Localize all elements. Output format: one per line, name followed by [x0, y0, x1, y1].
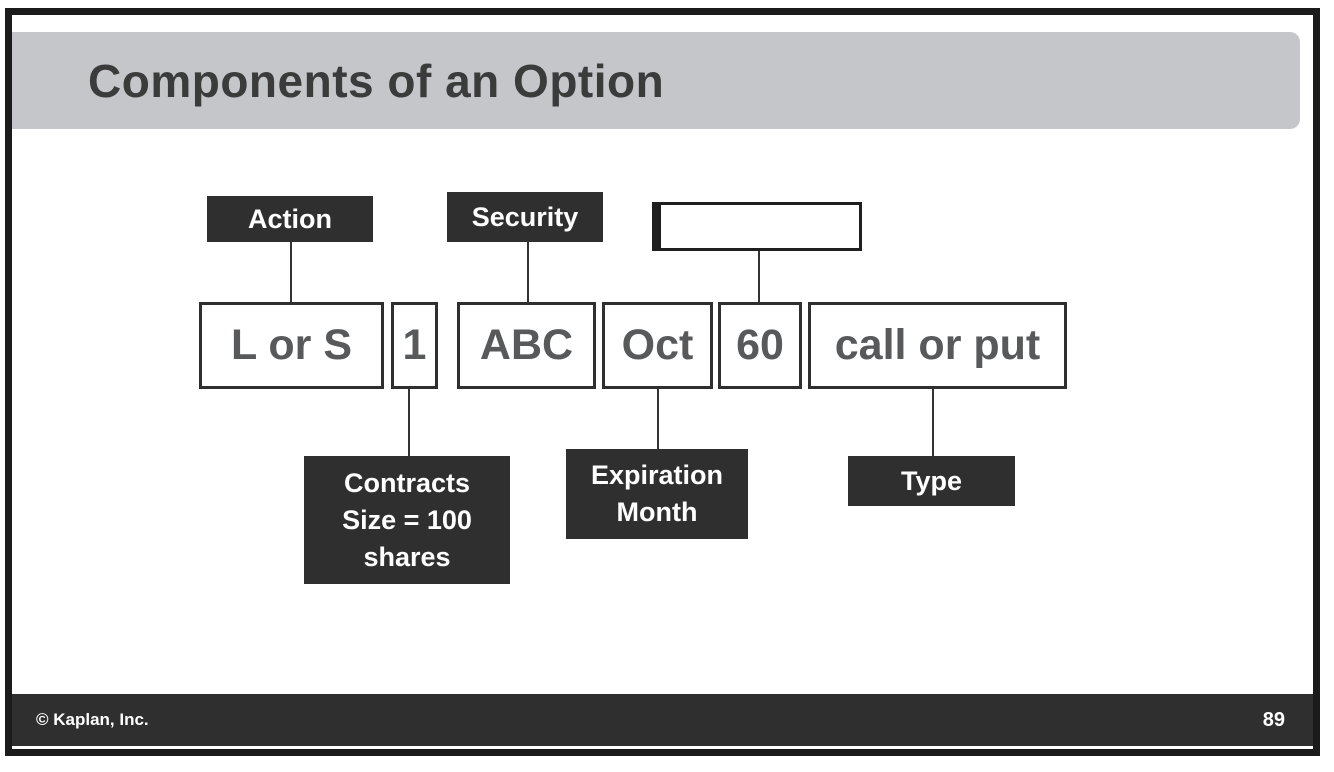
contracts-label-line-1: Contracts — [343, 467, 471, 498]
component-box-month-value: Oct — [602, 302, 713, 389]
footer-copyright: © Kaplan, Inc. — [36, 710, 149, 729]
strike-price-empty-box — [652, 202, 862, 251]
type-label-text: Type — [900, 465, 962, 496]
component-box-strike-value: 60 — [718, 302, 802, 389]
slide-title: Components of an Option — [88, 54, 665, 107]
contracts-label-line-3: shares — [363, 541, 451, 572]
connector-line-type — [932, 389, 934, 456]
action-label-box: Action — [207, 196, 373, 242]
contracts-label-line-2: Size = 100 — [342, 504, 472, 535]
type-label-box: Type — [848, 456, 1015, 506]
component-box-type-value: call or put — [808, 302, 1067, 389]
component-box-security-value: ABC — [457, 302, 596, 389]
footer-page-number: 89 — [1262, 708, 1285, 731]
expiration-label-line-2: Month — [616, 497, 698, 527]
connector-line-contracts — [408, 389, 410, 456]
action-label-text: Action — [248, 203, 332, 234]
connector-line-expiration — [657, 389, 659, 459]
connector-line-security — [527, 242, 529, 302]
security-label-text: Security — [471, 201, 579, 232]
expiration-month-label-box: Expiration Month — [566, 449, 748, 539]
security-label-box: Security — [447, 192, 603, 242]
component-box-contracts-value: 1 — [391, 302, 438, 389]
expiration-label-line-1: Expiration — [590, 460, 724, 490]
title-banner: Components of an Option — [12, 32, 1300, 129]
connector-line-strike — [758, 251, 760, 302]
connector-line-action — [290, 242, 292, 302]
contracts-label-box: Contracts Size = 100 shares — [304, 456, 510, 584]
component-box-action-value: L or S — [199, 302, 384, 389]
footer-bar: © Kaplan, Inc. 89 — [12, 694, 1313, 746]
